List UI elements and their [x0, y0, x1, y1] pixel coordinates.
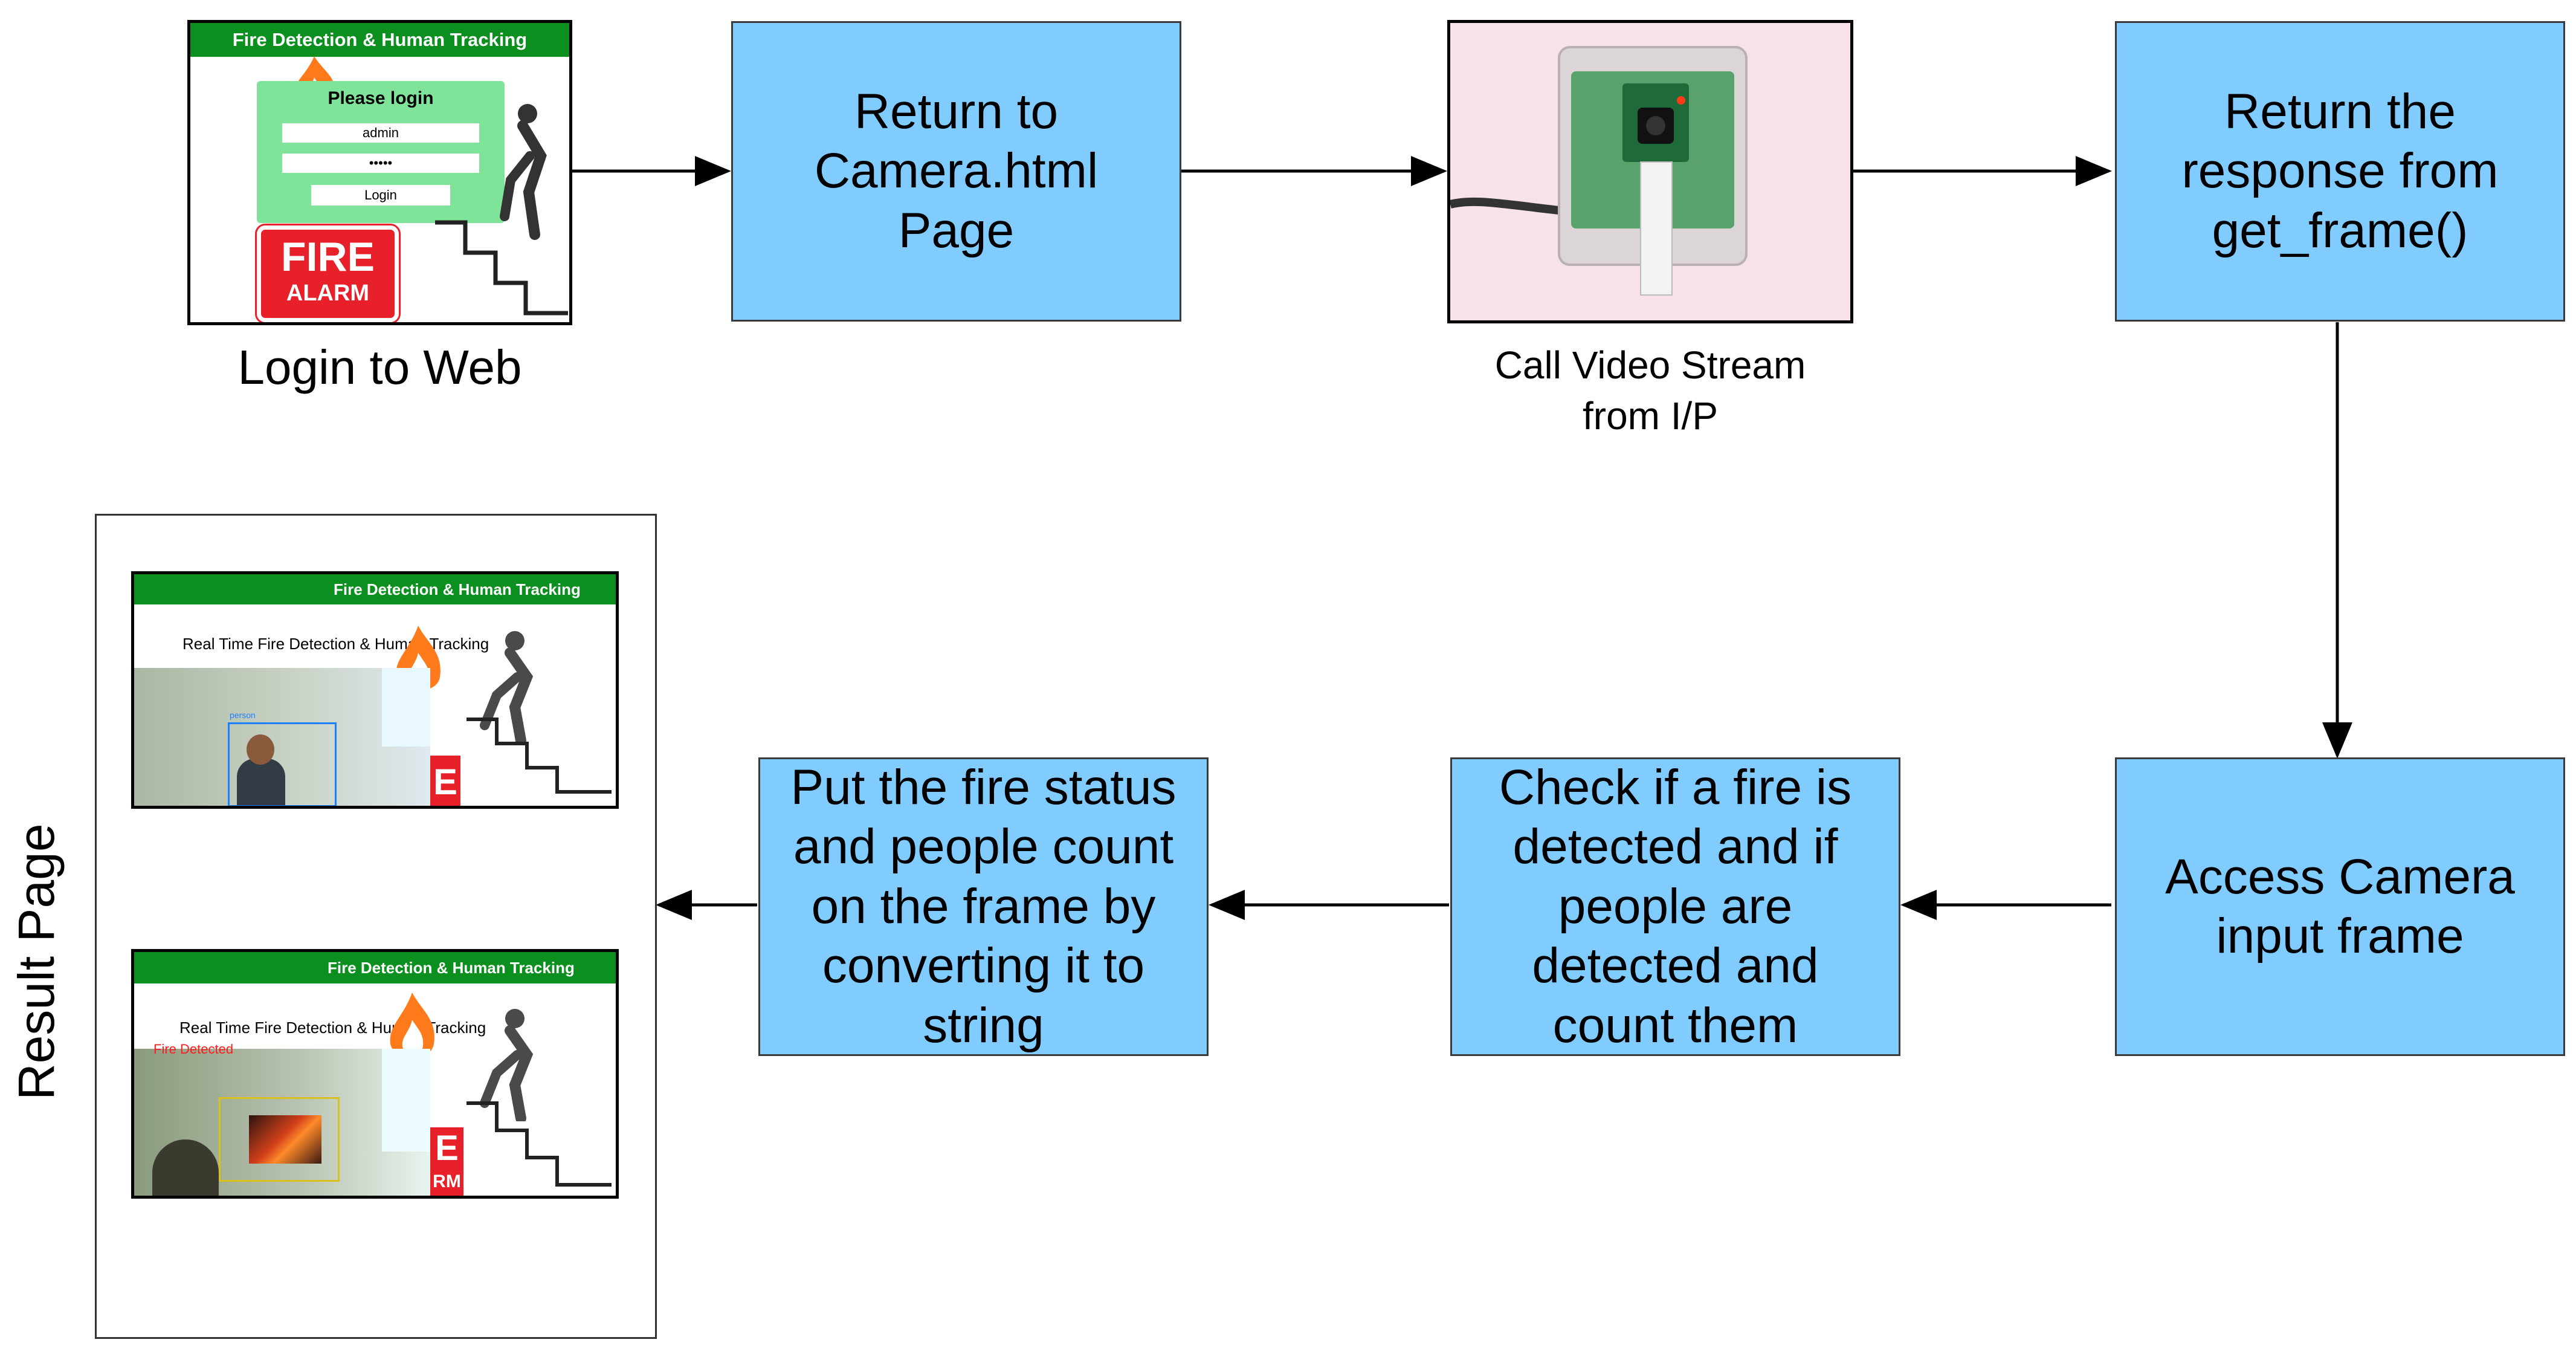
result-page-container: Fire Detection & Human Tracking Real Tim…: [95, 514, 657, 1339]
check-fire-people-text: Check if a fire is detected and if peopl…: [1499, 760, 1852, 1053]
result-top-header-bar: Fire Detection & Human Tracking: [134, 574, 616, 604]
result-screenshot-fire: Fire Detection & Human Tracking Real Tim…: [131, 949, 619, 1199]
fire-alarm-line1: FIRE: [281, 234, 375, 280]
login-header-bar: Fire Detection & Human Tracking: [190, 23, 569, 57]
burning-object: [249, 1115, 321, 1164]
result-bottom-alarm-sign: E RM: [430, 1127, 463, 1196]
video-stream-caption-line2: from I/P: [1582, 394, 1719, 438]
stairs-icon: [466, 1101, 612, 1187]
raspberry-pi-camera-icon: [1450, 23, 1850, 320]
put-status-text: Put the fire status and people count on …: [790, 760, 1177, 1053]
person-figure: [237, 759, 285, 806]
return-camera-page-text: Return to Camera.html Page: [814, 83, 1099, 258]
return-response-box: Return the response from get_frame(): [2115, 21, 2565, 322]
raspberry-pi-camera-photo: [1447, 20, 1853, 323]
video-stream-caption-line1: Call Video Stream: [1494, 343, 1806, 387]
flame-icon: [390, 993, 434, 1058]
fire-status-text: Fire Detected: [153, 1042, 234, 1057]
check-fire-people-box: Check if a fire is detected and if peopl…: [1450, 757, 1900, 1056]
login-panel-title: Please login: [328, 88, 434, 108]
access-camera-frame-text: Access Camera input frame: [2165, 849, 2515, 964]
hand-figure: [152, 1139, 219, 1196]
person-head: [247, 734, 274, 765]
person-detection-box: [228, 722, 337, 806]
window-light-strip: [382, 668, 430, 747]
username-field[interactable]: admin: [282, 123, 479, 143]
running-person-icon: [480, 631, 534, 744]
result-bottom-header-bar: Fire Detection & Human Tracking: [134, 952, 616, 983]
fire-alarm-line2: ALARM: [286, 280, 370, 306]
stairs-icon: [466, 718, 612, 794]
return-camera-page-box: Return to Camera.html Page: [731, 21, 1181, 322]
put-status-box: Put the fire status and people count on …: [758, 757, 1209, 1056]
running-person-icon: [500, 104, 547, 240]
login-header-text: Fire Detection & Human Tracking: [232, 29, 528, 50]
result-top-camera-feed: person: [134, 668, 430, 806]
result-top-sign-letter: E: [433, 762, 458, 802]
login-panel: Please login admin ••••• Login: [257, 81, 505, 223]
result-page-label: Result Page: [8, 823, 65, 1100]
login-caption: Login to Web: [237, 340, 522, 394]
running-person-icon: [480, 1009, 534, 1121]
person-detection-label: person: [230, 710, 256, 720]
return-response-text: Return the response from get_frame(): [2181, 83, 2499, 258]
login-button[interactable]: Login: [311, 185, 450, 206]
stairs-icon: [435, 220, 568, 316]
result-top-title: Real Time Fire Detection & Human Trackin…: [182, 635, 489, 653]
fire-detection-box: [219, 1097, 340, 1182]
result-bottom-sign-line2: RM: [433, 1171, 461, 1191]
result-bottom-title: Real Time Fire Detection & Human Trackin…: [179, 1019, 486, 1037]
window-light-strip: [382, 1049, 430, 1152]
login-screenshot: Fire Detection & Human Tracking Please l…: [187, 20, 572, 325]
result-screenshot-person: Fire Detection & Human Tracking Real Tim…: [131, 571, 619, 809]
result-top-alarm-sign: E: [430, 756, 460, 806]
result-top-header-text: Fire Detection & Human Tracking: [334, 580, 581, 598]
result-bottom-camera-feed: Fire Detected: [134, 1042, 430, 1196]
password-field[interactable]: •••••: [282, 154, 479, 173]
video-stream-caption: Call Video Stream from I/P: [1447, 340, 1853, 441]
result-bottom-sign-line1: E: [435, 1129, 459, 1168]
fire-alarm-sign: FIRE ALARM: [255, 224, 401, 322]
access-camera-frame-box: Access Camera input frame: [2115, 757, 2565, 1056]
result-bottom-header-text: Fire Detection & Human Tracking: [328, 958, 575, 977]
